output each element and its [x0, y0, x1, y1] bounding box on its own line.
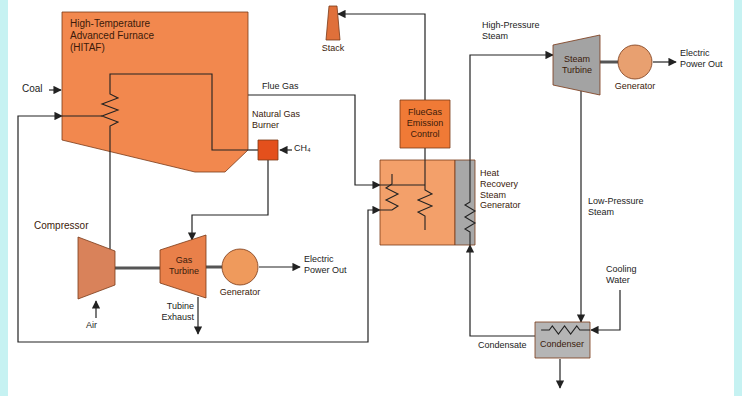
shape-fill: [535, 322, 590, 358]
node-label: Stack: [318, 43, 348, 54]
hrsg: Heat Recovery Steam Generator: [380, 160, 475, 245]
hrsg-outline: [380, 160, 475, 245]
generator: Generator: [618, 45, 652, 79]
power-out-arrow: [259, 266, 300, 267]
generator: Generator: [222, 249, 258, 285]
flow-line: [109, 152, 110, 250]
coal-feed-arrow: [49, 89, 61, 90]
flow-line: [338, 14, 425, 100]
ground: [8, 0, 734, 396]
shape-fill: [553, 35, 600, 95]
air-inlet-arrow: [95, 301, 96, 318]
node-label: Generator: [610, 81, 660, 92]
output-label: Electric Power Out: [304, 254, 348, 276]
shape-fill: [326, 6, 340, 40]
flow-line: [580, 91, 581, 322]
stream-label: High-Pressure Steam: [482, 20, 550, 42]
coil-line: [380, 174, 398, 210]
shaft-line: [600, 61, 618, 64]
node-label: Condenser: [537, 339, 587, 350]
coil-line: [465, 160, 475, 245]
stream-label: Condensate: [478, 340, 538, 351]
burner: Natural Gas Burner: [258, 140, 278, 160]
shape-fill: [455, 160, 475, 245]
node-label: Natural Gas Burner: [252, 109, 310, 131]
burner-outline: [258, 140, 278, 160]
condenser: Condenser: [535, 322, 590, 358]
shape-fill: [400, 100, 450, 148]
exhaust-label: Tubine Exhaust: [148, 301, 194, 323]
stack: Stack: [326, 6, 340, 40]
shape-fill: [380, 160, 455, 245]
stream-label: Low-Pressure Steam: [588, 196, 652, 218]
shape-fill: [78, 237, 115, 299]
node-label: FlueGas Emission Control: [403, 107, 447, 139]
compressor: Compressor: [78, 237, 115, 299]
coil-line: [62, 115, 102, 116]
generator-outline: [222, 249, 258, 285]
furnace: High-Temperature Advanced Furnace (HITAF…: [62, 12, 248, 172]
shaft-line: [115, 267, 160, 270]
flow-line: [424, 148, 425, 160]
coil-line: [418, 160, 432, 230]
flow-line: [248, 149, 258, 150]
steam-turbine: Steam Turbine: [553, 35, 600, 95]
flow-line: [470, 245, 535, 336]
shape-fill: [258, 140, 278, 160]
flow-line: [470, 55, 553, 160]
shape-fill: [62, 12, 248, 172]
emission-control: FlueGas Emission Control: [400, 100, 450, 148]
fuel-feed-arrow: [280, 149, 292, 150]
coil-line: [541, 326, 590, 334]
stream-label: Flue Gas: [262, 81, 314, 92]
node-label: Compressor: [34, 220, 114, 232]
cooling-water-out-arrow: [559, 359, 560, 388]
exhaust-arrow: [197, 297, 198, 334]
power-out-arrow: [653, 61, 676, 62]
shape-fill: [222, 249, 258, 285]
input-label: Air: [86, 320, 112, 331]
node-label: Gas Turbine: [165, 255, 203, 277]
node-label: Steam Turbine: [557, 54, 597, 76]
gas-turbine: Gas Turbine: [160, 235, 206, 298]
shaft-line: [206, 266, 222, 269]
node-label: High-Temperature Advanced Furnace (HITAF…: [70, 18, 182, 54]
shape-fill: [160, 235, 206, 298]
coil-line: [380, 184, 425, 185]
coil-line: [102, 74, 248, 152]
shape-fill: [618, 45, 652, 79]
node-label: Generator: [214, 287, 266, 298]
flow-line: [248, 95, 380, 185]
input-label: Cooling Water: [606, 264, 658, 286]
stack-outline: [326, 6, 340, 40]
input-label: Coal: [22, 83, 50, 95]
generator-outline: [618, 45, 652, 79]
compressor-outline: [78, 237, 115, 299]
cooling-water-arrow: [591, 290, 620, 330]
fuel-label: CH₄: [294, 143, 320, 154]
node-label: Heat Recovery Steam Generator: [480, 168, 538, 211]
output-label: Electric Power Out: [680, 48, 726, 70]
